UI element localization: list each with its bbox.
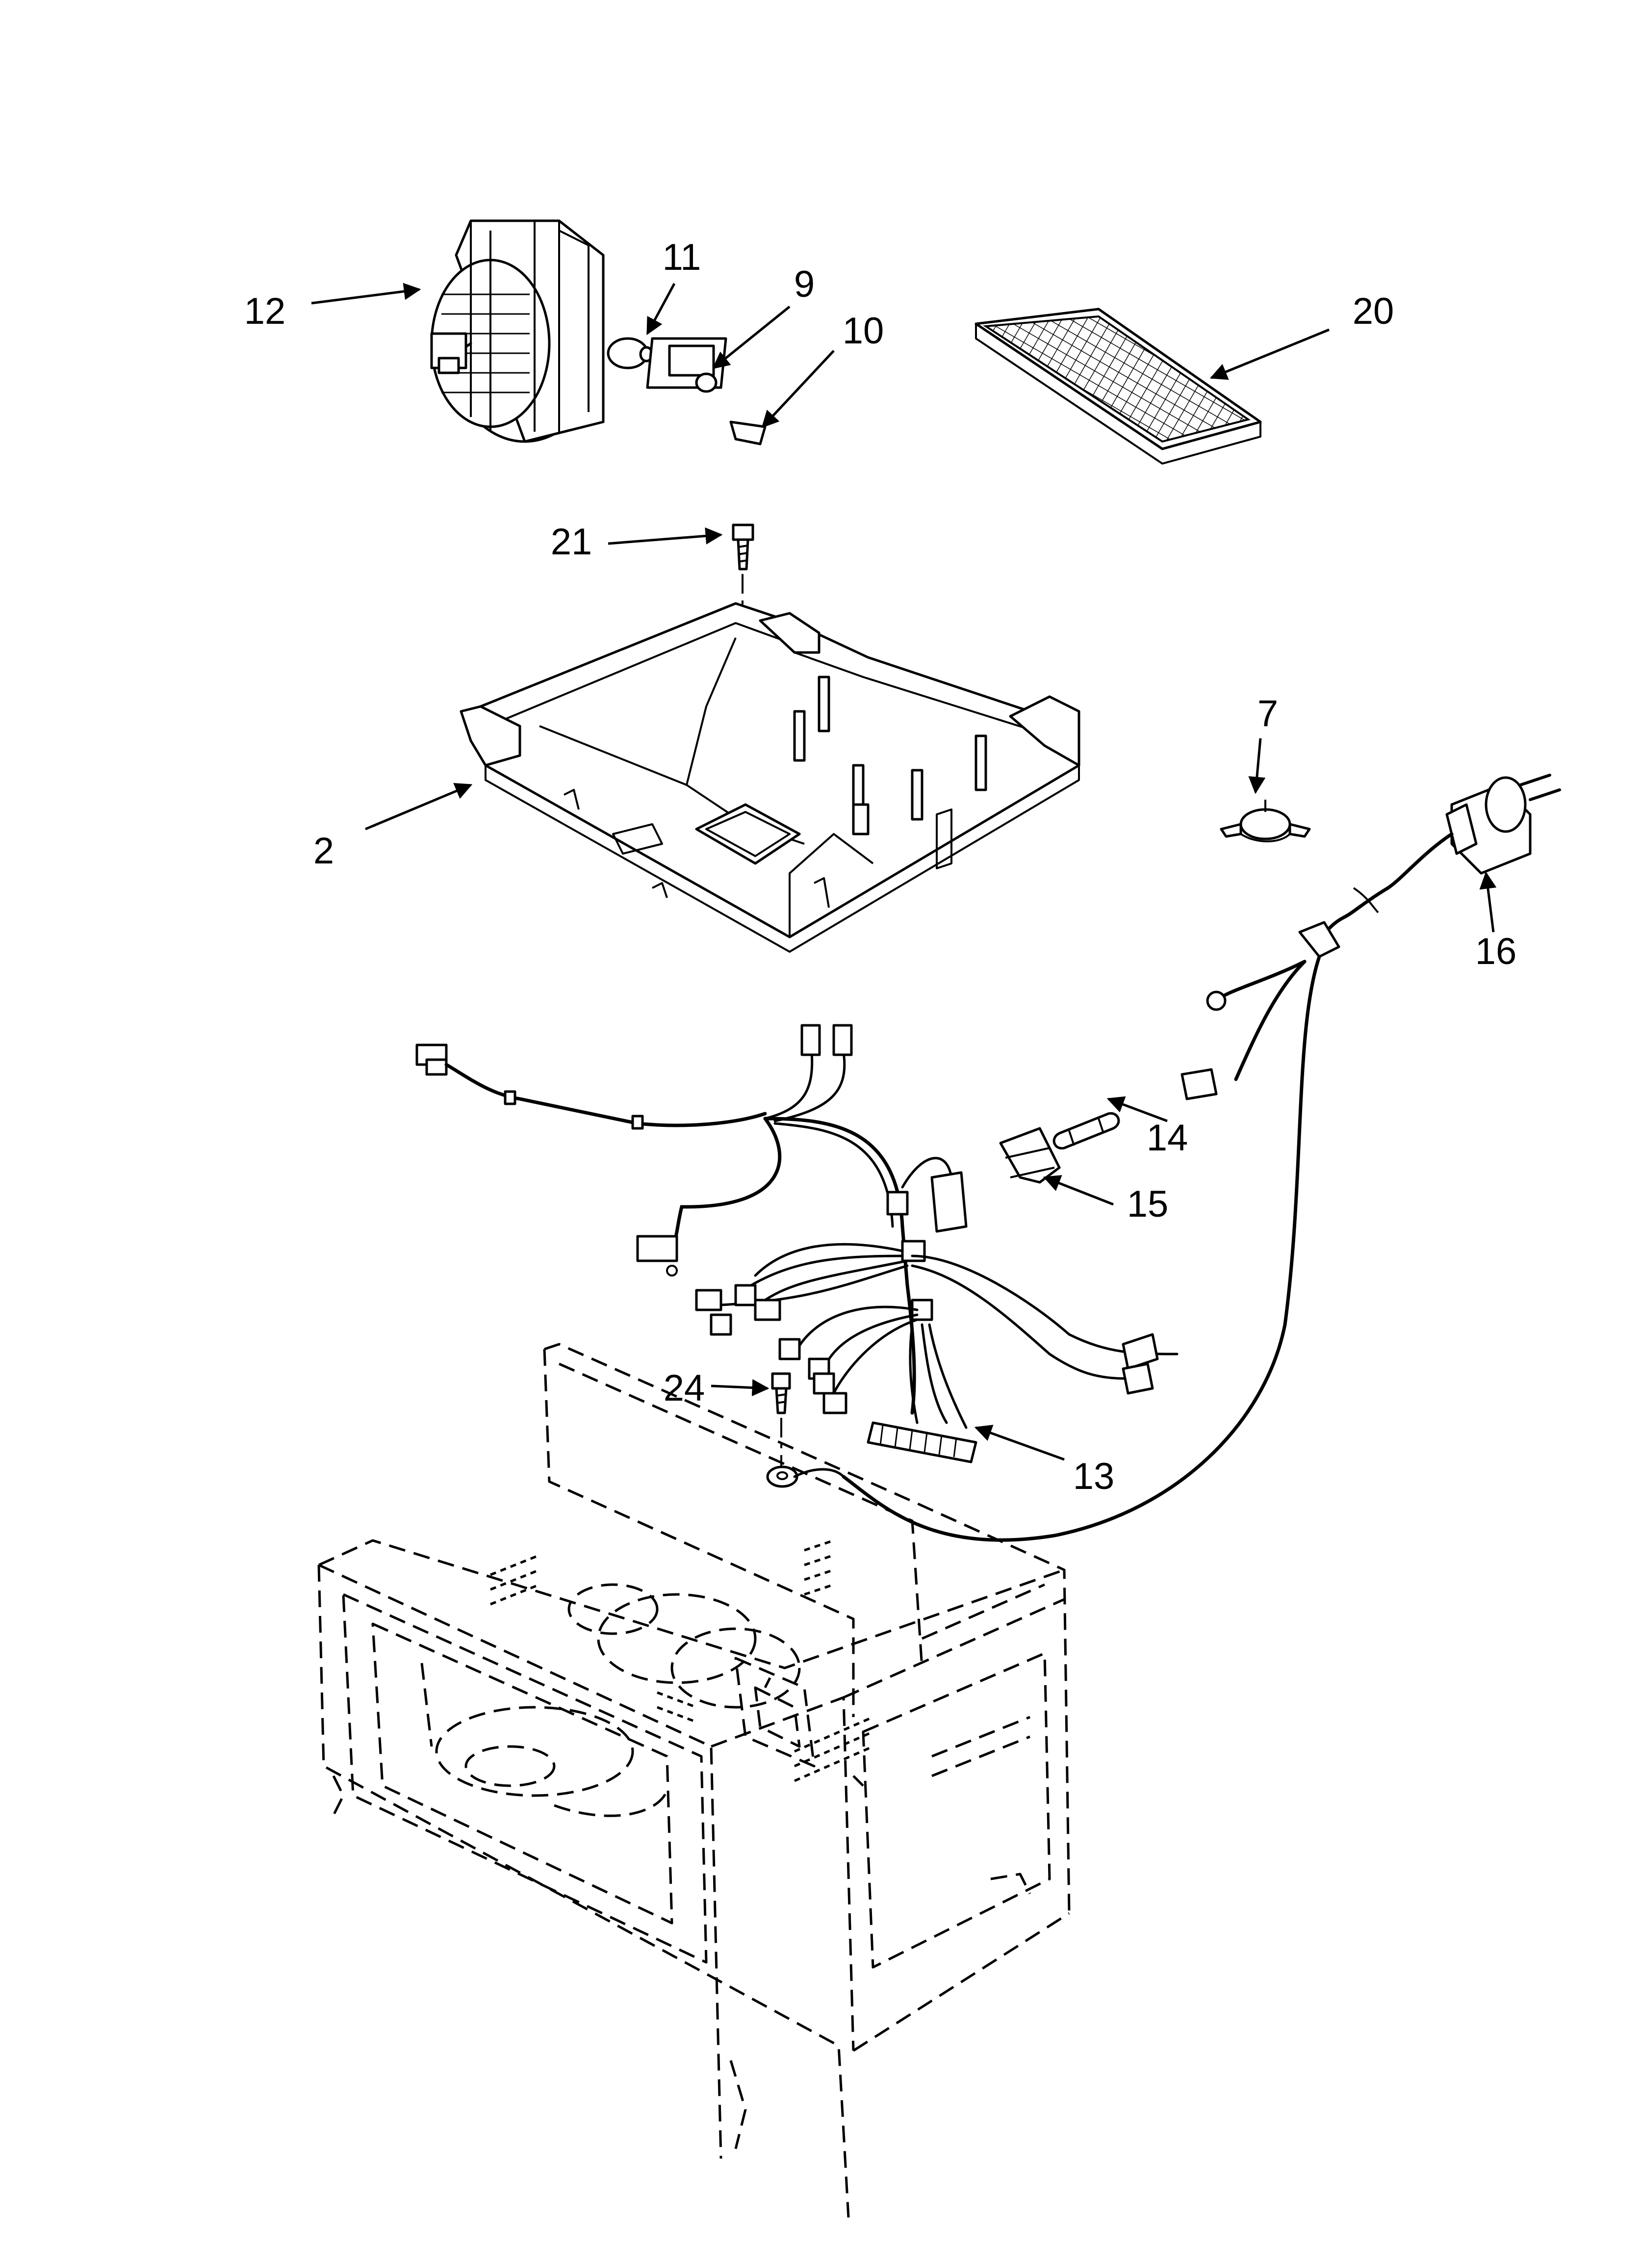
callout-21: 21 [551,521,592,563]
base-plate-part [460,602,1080,953]
thermostat-part [1220,800,1311,842]
callout-14: 14 [1147,1117,1188,1159]
power-cord-part [842,774,1561,1542]
callout-2: 2 [313,830,334,872]
lamp-socket-part [646,337,727,393]
screw-21-part [732,523,754,571]
callout-24: 24 [664,1367,705,1409]
blower-motor-part [430,219,605,443]
wire-harness-part [415,1024,1179,1463]
fuse-part [1052,1112,1120,1150]
oven-cavity-phantom [317,1343,1071,2218]
callout-10: 10 [843,310,884,352]
leader-arrows [311,283,1497,1461]
callout-12: 12 [244,290,286,332]
callout-7: 7 [1257,693,1278,734]
charcoal-filter-part [975,308,1262,465]
callout-11: 11 [663,236,701,278]
fuse-holder-part [999,1127,1061,1184]
callout-20: 20 [1353,290,1394,332]
clip-part [729,420,767,445]
callout-labels: 12 11 9 10 20 21 2 7 16 14 15 24 13 [244,236,1517,1497]
callout-16: 16 [1475,931,1517,972]
callout-15: 15 [1127,1183,1169,1225]
callout-13: 13 [1073,1456,1115,1497]
callout-9: 9 [794,263,815,305]
lamp-part [607,337,654,369]
screw-24-part [766,1372,845,1488]
